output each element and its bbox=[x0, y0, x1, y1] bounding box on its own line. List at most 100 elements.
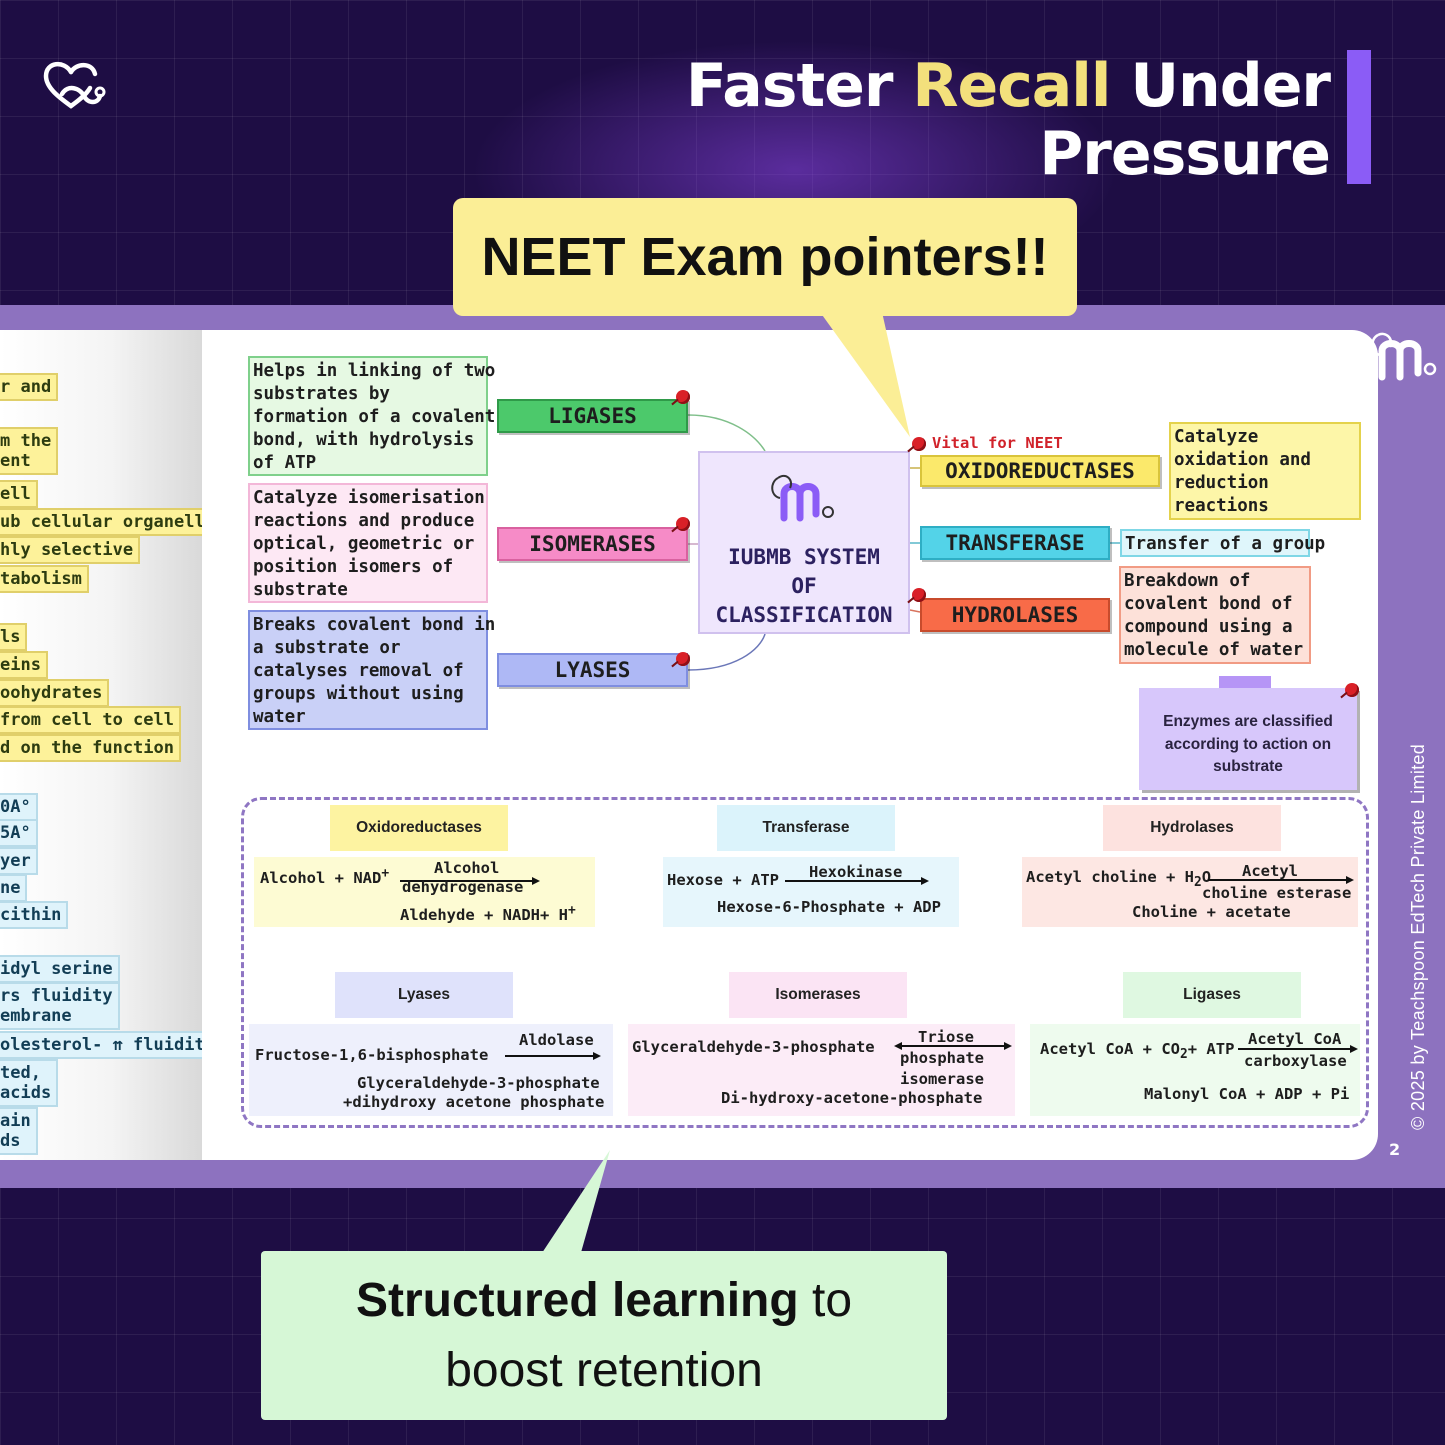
left-page-tag: ls bbox=[0, 623, 28, 651]
enzyme-name: choline esterase bbox=[1202, 884, 1352, 902]
reactant: Fructose-1,6-bisphosphate bbox=[255, 1046, 489, 1064]
callout-rest: to bbox=[798, 1274, 853, 1327]
product: Choline + acetate bbox=[1132, 903, 1291, 921]
callout-tail bbox=[820, 312, 910, 437]
pin-icon bbox=[676, 390, 690, 404]
m-logo-icon bbox=[1371, 332, 1437, 381]
enzyme-name: carboxylase bbox=[1244, 1052, 1347, 1070]
isomerases-note: Catalyze isomerisation reactions and pro… bbox=[248, 483, 488, 603]
subscript: 2 bbox=[1179, 1047, 1188, 1063]
left-page-tag: ted, acids bbox=[0, 1059, 59, 1107]
lyases-note: Breaks covalent bond in a substrate or c… bbox=[248, 610, 495, 730]
example-header-lyases: Lyases bbox=[335, 972, 513, 1018]
left-page-tag: ain ds bbox=[0, 1107, 38, 1155]
example-header-isomerases: Isomerases bbox=[729, 972, 907, 1018]
reaction-isomerases: Glyceraldehyde-3-phosphate Triose phosph… bbox=[628, 1024, 1015, 1116]
hydrolases-label: HYDROLASES bbox=[920, 598, 1110, 632]
callout-neet-pointers: NEET Exam pointers!! bbox=[453, 198, 1077, 316]
lyases-label: LYASES bbox=[497, 653, 688, 687]
product: Malonyl CoA + ADP + Pi bbox=[1144, 1085, 1350, 1103]
callout-structured-learning: Structured learning to boost retention bbox=[261, 1251, 947, 1420]
pin-icon bbox=[676, 652, 690, 666]
callout-tail bbox=[540, 1150, 610, 1256]
product: +dihydroxy acetone phosphate bbox=[343, 1093, 605, 1111]
product: Di-hydroxy-acetone-phosphate bbox=[721, 1089, 983, 1107]
vital-for-neet-label: Vital for NEET bbox=[932, 434, 1063, 452]
enzyme-name: phosphate bbox=[900, 1049, 984, 1067]
enzyme-name: Acetyl CoA bbox=[1248, 1030, 1342, 1048]
left-page-tag: tabolism bbox=[0, 565, 89, 593]
headline-part3: Under bbox=[1110, 51, 1331, 121]
isomerases-label: ISOMERASES bbox=[497, 527, 688, 561]
pin-icon bbox=[912, 588, 926, 602]
sticky-note: Enzymes are classified according to acti… bbox=[1139, 688, 1357, 790]
headline-part1: Faster bbox=[685, 51, 913, 121]
example-header-oxidoreductases: Oxidoreductases bbox=[330, 805, 508, 851]
enzyme-name: Hexokinase bbox=[809, 863, 903, 881]
example-header-ligases: Ligases bbox=[1123, 972, 1301, 1018]
reactant-suffix: O bbox=[1201, 868, 1212, 886]
m-logo-icon bbox=[771, 474, 834, 522]
headline-accent-bar bbox=[1347, 50, 1371, 184]
example-header-transferase: Transferase bbox=[717, 805, 895, 851]
ligases-label: LIGASES bbox=[497, 399, 688, 433]
reaction-ligases: Acetyl CoA + CO2+ ATP Acetyl CoA carboxy… bbox=[1030, 1024, 1360, 1116]
headline: Faster Recall Under Pressure bbox=[685, 51, 1331, 189]
ligases-note: Helps in linking of two substrates by fo… bbox=[248, 356, 495, 476]
reactant: Alcohol + NAD bbox=[260, 869, 382, 888]
pin-icon bbox=[1345, 683, 1359, 697]
reactant: Hexose + ATP bbox=[667, 871, 779, 889]
enzyme-name: Acetyl bbox=[1242, 862, 1298, 880]
hydrolases-note: Breakdown of covalent bond of compound u… bbox=[1119, 566, 1311, 664]
left-page-tag: rs fluidity embrane bbox=[0, 982, 120, 1030]
product: Hexose-6-Phosphate + ADP bbox=[717, 898, 941, 916]
double-arrow-icon bbox=[894, 1042, 1012, 1050]
superscript: + bbox=[381, 866, 390, 881]
product: Glyceraldehyde-3-phosphate bbox=[357, 1074, 600, 1092]
arrow-icon bbox=[400, 877, 540, 885]
arrow-icon bbox=[505, 1052, 601, 1060]
oxidoreductases-label: OXIDOREDUCTASES bbox=[920, 455, 1160, 487]
reactant: Acetyl choline + H bbox=[1026, 868, 1194, 886]
left-page-tag: ub cellular organelles bbox=[0, 508, 202, 536]
pin-icon bbox=[912, 437, 926, 451]
left-page-tag: ell bbox=[0, 480, 38, 508]
transferase-note: Transfer of a group bbox=[1120, 529, 1325, 557]
heart-stethoscope-logo-icon bbox=[43, 62, 106, 109]
left-page-tag: r and bbox=[0, 373, 59, 401]
reaction-lyases: Fructose-1,6-bisphosphate Aldolase Glyce… bbox=[249, 1024, 613, 1116]
left-page-tag: ne bbox=[0, 874, 28, 902]
product: Aldehyde + NADH+ H bbox=[400, 906, 568, 925]
headline-line2: Pressure bbox=[1039, 119, 1331, 189]
callout-line2: boost retention bbox=[445, 1344, 763, 1397]
enzyme-name: Triose bbox=[918, 1028, 974, 1046]
left-page-tag: yer bbox=[0, 847, 38, 875]
page-number: 2 bbox=[1389, 1140, 1401, 1159]
reactant-suffix: + ATP bbox=[1187, 1040, 1235, 1058]
arrow-icon bbox=[785, 877, 929, 885]
headline-highlight: Recall bbox=[912, 51, 1111, 121]
reaction-oxidoreductases: Alcohol + NAD+ Alcohol dehydrogenase Ald… bbox=[254, 857, 595, 927]
left-page-tag: eins bbox=[0, 651, 48, 679]
example-header-hydrolases: Hydrolases bbox=[1103, 805, 1281, 851]
transferase-label: TRANSFERASE bbox=[920, 526, 1110, 560]
enzyme-name: Aldolase bbox=[519, 1031, 594, 1049]
examples-box bbox=[241, 797, 1369, 1128]
callout-bold: Structured learning bbox=[355, 1274, 799, 1327]
left-page-tag: from cell to cell bbox=[0, 706, 181, 734]
reactant: Glyceraldehyde-3-phosphate bbox=[632, 1038, 875, 1056]
enzyme-name: Alcohol bbox=[434, 859, 500, 877]
pin-icon bbox=[676, 517, 690, 531]
sticky-note-text: Enzymes are classified according to acti… bbox=[1163, 713, 1333, 775]
reaction-hydrolases: Acetyl choline + H2O Acetyl choline este… bbox=[1022, 857, 1358, 927]
left-page-tag: 5A° bbox=[0, 819, 38, 847]
reactant: Acetyl CoA + CO bbox=[1040, 1040, 1180, 1058]
enzyme-name: dehydrogenase bbox=[402, 878, 524, 896]
left-page-tag: cithin bbox=[0, 901, 69, 929]
left-page-tag: d on the function bbox=[0, 734, 181, 762]
superscript: + bbox=[567, 903, 576, 918]
oxidoreductases-note: Catalyze oxidation and reduction reactio… bbox=[1169, 422, 1361, 520]
enzyme-name: isomerase bbox=[900, 1070, 984, 1088]
